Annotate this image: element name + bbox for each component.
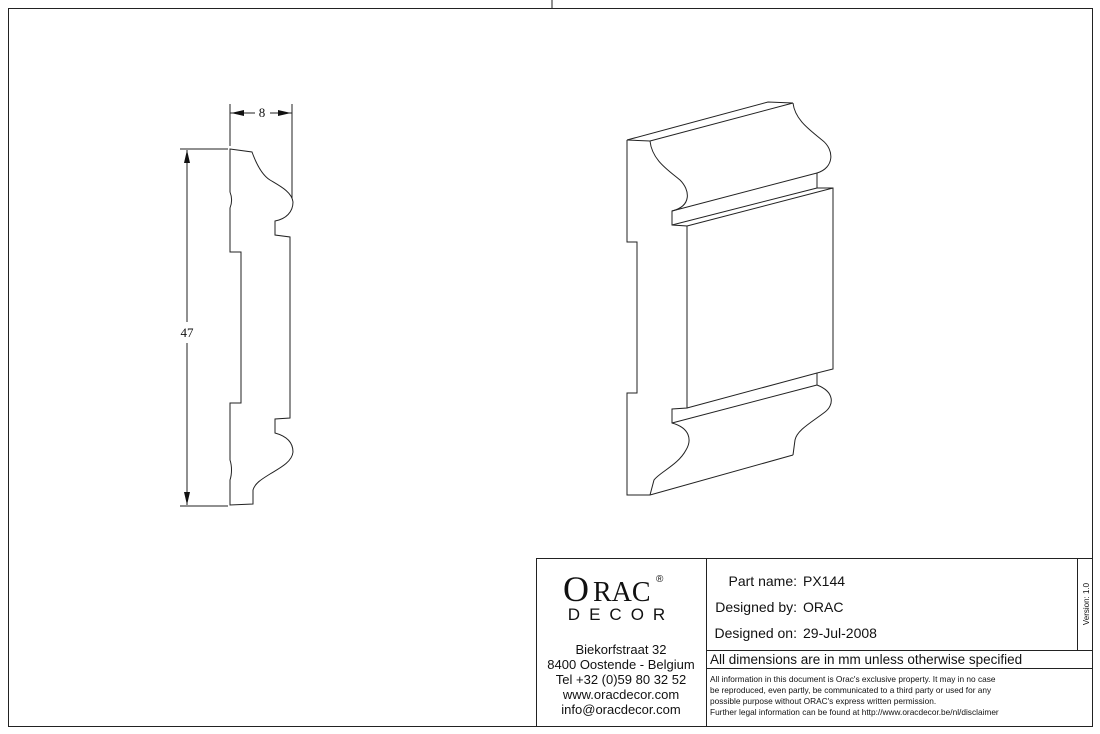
address-website: www.oracdecor.com (562, 687, 679, 702)
width-dimension-label: 8 (259, 105, 266, 120)
address-block: Biekorfstraat 32 8400 Oostende - Belgium… (547, 642, 694, 717)
designed-on-value: 29-Jul-2008 (803, 625, 877, 641)
height-dimension-label: 47 (181, 325, 195, 340)
address-city: 8400 Oostende - Belgium (547, 657, 694, 672)
logo-rac: RAC (593, 577, 651, 608)
part-name-value: PX144 (803, 573, 845, 589)
profile-section-view (229, 148, 294, 506)
isometric-view (626, 101, 834, 496)
height-dimension: 47 (180, 148, 228, 507)
width-dimension: 8 (229, 104, 293, 198)
designed-by-label: Designed by: (715, 599, 797, 615)
orac-decor-logo: O RAC ® DECOR (563, 569, 674, 624)
part-name-label: Part name: (729, 573, 797, 589)
title-block-frame (536, 558, 1093, 727)
legal-line: Further legal information can be found a… (710, 707, 999, 717)
logo-o: O (563, 569, 589, 609)
units-note: All dimensions are in mm unless otherwis… (710, 652, 1022, 667)
drawing-frame (8, 8, 1093, 727)
address-street: Biekorfstraat 32 (575, 642, 666, 657)
designed-on-label: Designed on: (714, 625, 797, 641)
legal-line: possible purpose without ORAC's express … (710, 696, 936, 706)
legal-line: All information in this document is Orac… (710, 674, 996, 684)
designed-by-value: ORAC (803, 599, 843, 615)
address-phone: Tel +32 (0)59 80 32 52 (556, 672, 686, 687)
legal-notice: All information in this document is Orac… (710, 674, 999, 717)
legal-line: be reproduced, even partly, be communica… (710, 685, 992, 695)
part-info: Part name: PX144 Designed by: ORAC Desig… (714, 573, 877, 641)
address-email: info@oracdecor.com (561, 702, 680, 717)
version-label: Version: 1.0 (1082, 582, 1091, 625)
logo-decor: DECOR (568, 605, 674, 624)
registered-mark: ® (656, 574, 664, 585)
